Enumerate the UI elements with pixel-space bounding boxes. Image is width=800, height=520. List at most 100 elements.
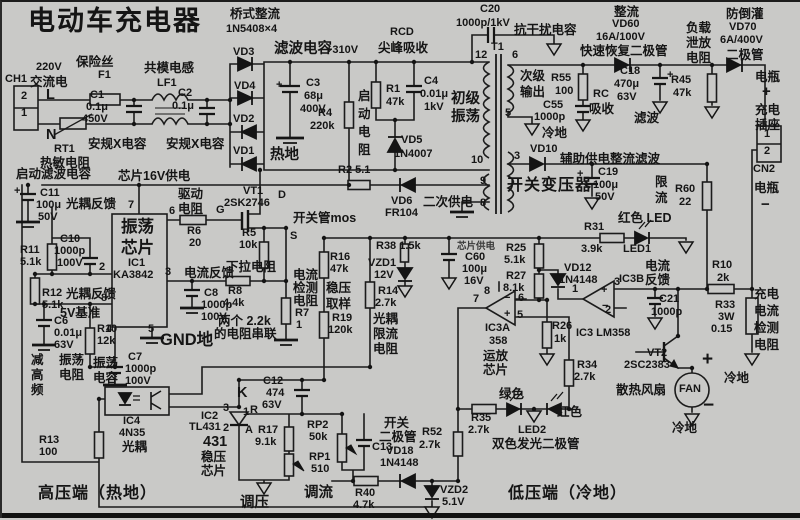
schematic-label: 调流: [304, 485, 333, 501]
schematic-label: RP2: [307, 419, 329, 431]
schematic-label: 电阻: [373, 342, 399, 356]
schematic-label: 频: [31, 383, 44, 397]
schematic-label: KA3842: [113, 269, 154, 281]
schematic-label: 吸收: [589, 102, 615, 116]
schematic-label: 光耦反馈: [66, 197, 117, 211]
schematic-label: 47k: [673, 87, 692, 99]
schematic-label: −: [703, 395, 715, 416]
schematic-label: 1: [764, 128, 771, 140]
schematic-label: R33: [715, 299, 736, 311]
schematic-label: 0.1μ: [86, 101, 109, 113]
vzd1-zener: [396, 267, 414, 281]
schematic-label: R7: [295, 307, 310, 319]
schematic-label: 2: [764, 145, 771, 157]
schematic-label: 减: [31, 353, 44, 367]
schematic-label: C1: [90, 89, 105, 101]
ground-symbols: [16, 136, 474, 391]
schematic-label: 动: [358, 107, 371, 121]
schematic-label: G: [216, 204, 225, 216]
vt1-mosfet: [240, 210, 250, 232]
schematic-label: 充电: [755, 103, 781, 117]
schematic-label: IC3 LM358: [576, 327, 631, 339]
schematic-label: 桥式整流: [230, 7, 281, 21]
schematic-label: 振荡: [121, 218, 154, 236]
schematic-label: 5.1k: [20, 256, 42, 268]
schematic-label: LED2: [518, 424, 547, 436]
schematic-label: 400V: [300, 103, 326, 115]
schematic-label: 22: [679, 196, 692, 208]
schematic-label: 3: [514, 150, 521, 162]
schematic-label: 100: [39, 446, 58, 458]
schematic-label: 电阻: [178, 202, 204, 216]
schematic-label: 芯片供电: [457, 241, 496, 252]
schematic-label: 防倒灌: [726, 7, 764, 21]
schematic-label: 68μ: [304, 90, 323, 102]
schematic-label: R55: [551, 72, 572, 84]
schematic-label: 抗干扰电容: [514, 23, 577, 37]
schematic-label: R8: [228, 285, 243, 297]
schematic-label: FR104: [385, 207, 419, 219]
schematic-label: 510: [311, 463, 330, 475]
schematic-label: R1: [386, 83, 401, 95]
schematic-label: 振荡: [59, 353, 85, 367]
schematic-label: 63V: [617, 91, 637, 103]
schematic-label: FAN: [679, 383, 701, 395]
schematic-label: GND地: [160, 331, 214, 349]
schematic-label: VZD1: [368, 257, 397, 269]
schematic-label: 2.7k: [375, 297, 397, 309]
schematic-label: 交流电: [30, 75, 68, 89]
schematic-label: 8: [484, 285, 491, 297]
schematic-label: 稳压: [201, 450, 227, 464]
schematic-label: VD12: [564, 262, 592, 274]
schematic-label: C55: [543, 99, 564, 111]
schematic-label: 1kV: [424, 101, 444, 113]
schematic-label: 3.9k: [581, 243, 603, 255]
schematic-label: R19: [332, 312, 353, 324]
schematic-label: R60: [675, 183, 696, 195]
schematic-label: D: [278, 189, 286, 201]
schematic-label: 1N4148: [380, 457, 419, 469]
schematic-label: R35: [471, 412, 492, 424]
schematic-label: 红色 LED: [618, 211, 672, 225]
schematic-label: 开关变压器: [507, 177, 593, 194]
schematic-label: C4: [424, 75, 439, 87]
schematic-label: 5: [517, 309, 524, 321]
schematic-label: 4.4k: [223, 297, 245, 309]
schematic-label: 10k: [239, 239, 258, 251]
schematic-label: R13: [39, 434, 60, 446]
schematic-label: 共模电感: [144, 61, 195, 75]
schematic-label: L: [46, 87, 55, 103]
schematic-label: 1000p: [54, 245, 86, 257]
schematic-label: +: [762, 83, 771, 100]
schematic-label: 芯片: [483, 363, 509, 377]
schematic-label: 整流: [614, 5, 640, 19]
schematic-label: 冷地: [542, 126, 568, 140]
schematic-label: 450V: [82, 113, 108, 125]
schematic-label: R40: [355, 487, 376, 499]
schematic-label: 100: [555, 85, 574, 97]
schematic-label: 插座: [755, 118, 781, 132]
schematic-label: CH1: [5, 73, 28, 85]
schematic-label: −: [602, 300, 609, 312]
schematic-label: R6: [187, 225, 202, 237]
schematic-label: 3: [165, 266, 172, 278]
vd3-diode: [237, 56, 255, 72]
fuse-f1: [89, 93, 121, 106]
schematic-label: 低压端（冷地）: [508, 485, 628, 502]
schematic-label: 220k: [310, 120, 335, 132]
schematic-label: VD3: [233, 46, 255, 58]
schematic-label: IC4: [123, 415, 141, 427]
transformer-t1: [482, 61, 515, 213]
schematic-label: 次级: [520, 69, 546, 83]
schematic-label: C12: [263, 375, 284, 387]
schematic-label: 反馈: [645, 273, 671, 287]
schematic-label: C7: [128, 351, 143, 363]
schematic-label: R2 5.1: [338, 164, 371, 176]
schematic-label: 1: [243, 406, 250, 418]
schematic-label: IC2: [201, 410, 219, 422]
vd1-diode: [239, 156, 257, 172]
schematic-label: C8: [204, 287, 219, 299]
schematic-label: 3: [614, 276, 621, 288]
schematic-label: 1N5408×4: [226, 23, 278, 35]
